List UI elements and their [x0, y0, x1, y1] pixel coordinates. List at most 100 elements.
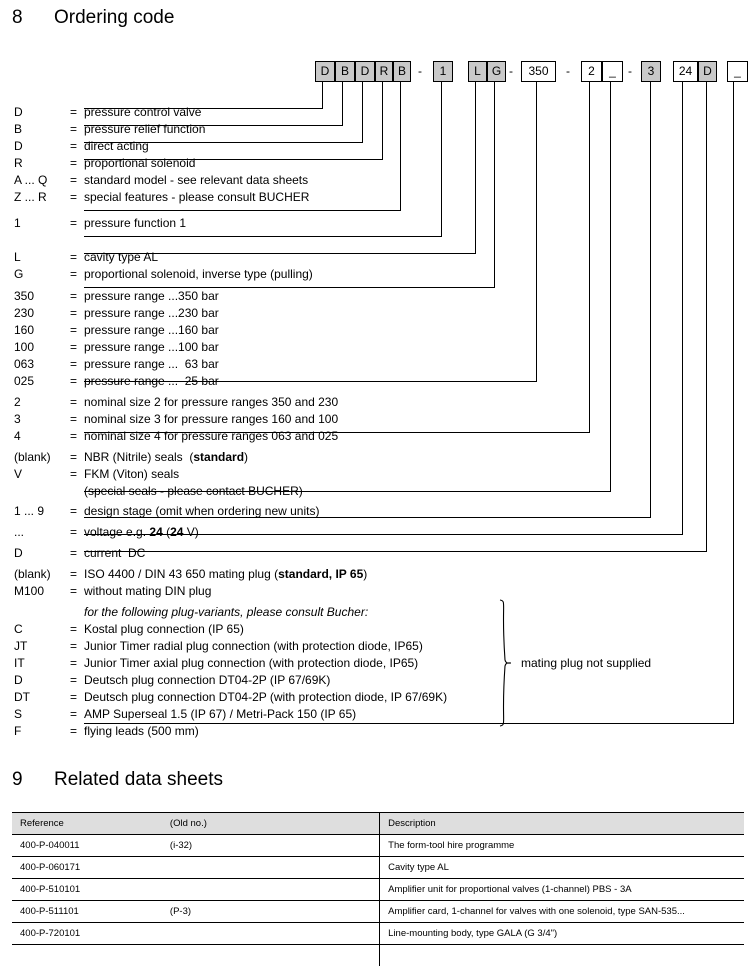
legend-code: D — [14, 545, 23, 562]
legend-row: D = current DC — [0, 545, 756, 562]
legend-description: proportional solenoid — [84, 155, 195, 172]
legend-row: S=AMP Superseal 1.5 (IP 67) / Metri-Pack… — [0, 706, 756, 723]
code-box-13[interactable]: D — [698, 61, 717, 82]
code-box-2[interactable]: D — [355, 61, 375, 82]
cell-reference: 400-P-511101 — [12, 901, 162, 923]
legend-description: pressure relief function — [84, 121, 205, 138]
code-box-9[interactable]: 2 — [581, 61, 602, 82]
legend-code: A ... Q — [14, 172, 47, 189]
legend-description: nominal size 2 for pressure ranges 350 a… — [84, 394, 338, 411]
section-9-number: 9 — [12, 769, 23, 791]
legend-code: JT — [14, 638, 27, 655]
cell-description: Cavity type AL — [380, 857, 744, 879]
legend-code: V — [14, 466, 22, 483]
legend-row: D=Deutsch plug connection DT04-2P (IP 67… — [0, 672, 756, 689]
code-box-5[interactable]: 1 — [433, 61, 453, 82]
legend-code: ... — [14, 524, 24, 541]
table-row: 400-P-511101(P-3)Amplifier card, 1-chann… — [12, 901, 744, 923]
legend-description: current DC — [84, 545, 145, 562]
legend-row: R=proportional solenoid — [0, 155, 756, 172]
legend-equals: = — [70, 545, 77, 562]
leader-line-h-5 — [84, 236, 442, 237]
legend-equals: = — [70, 339, 77, 356]
legend-equals: = — [70, 411, 77, 428]
code-box-8[interactable]: 350 — [521, 61, 556, 82]
legend-row: 1=pressure function 1 — [0, 215, 756, 232]
legend-equals: = — [70, 215, 77, 232]
legend-description: (special seals - please contact BUCHER) — [84, 483, 303, 500]
legend-equals: = — [70, 266, 77, 283]
legend-row: D=direct acting — [0, 138, 756, 155]
legend-row: C=Kostal plug connection (IP 65) — [0, 621, 756, 638]
legend-description: Deutsch plug connection DT04-2P (IP 67/6… — [84, 672, 330, 689]
legend-code: (blank) — [14, 449, 51, 466]
code-box-1[interactable]: B — [335, 61, 355, 82]
legend-description: FKM (Viton) seals — [84, 466, 179, 483]
legend-row: (special seals - please contact BUCHER) — [0, 483, 756, 500]
legend-equals: = — [70, 138, 77, 155]
cell-reference: 400-P-510101 — [12, 879, 162, 901]
legend-row: 160=pressure range ...160 bar — [0, 322, 756, 339]
cell-old-no — [162, 923, 380, 945]
cell-description: Amplifier unit for proportional valves (… — [380, 879, 744, 901]
legend-equals: = — [70, 356, 77, 373]
legend-equals: = — [70, 566, 77, 583]
cell-empty — [380, 945, 744, 966]
legend-equals: = — [70, 583, 77, 600]
legend-description: pressure range ... 63 bar — [84, 356, 219, 373]
column-header-reference: Reference — [12, 813, 162, 835]
legend-description: Kostal plug connection (IP 65) — [84, 621, 244, 638]
legend-code: G — [14, 266, 23, 283]
legend-row: DT=Deutsch plug connection DT04-2P (with… — [0, 689, 756, 706]
legend-code: 1 ... 9 — [14, 503, 44, 520]
legend-row: (blank) = ISO 4400 / DIN 43 650 mating plu… — [0, 566, 756, 583]
legend-code: Z ... R — [14, 189, 47, 206]
table-header-row: Reference (Old no.) Description — [12, 813, 744, 835]
code-box-0[interactable]: D — [315, 61, 335, 82]
legend-row: V=FKM (Viton) seals — [0, 466, 756, 483]
code-separator-1: - — [509, 61, 513, 82]
cell-old-no — [162, 857, 380, 879]
legend-row: ...=voltage e.g. 24 (24 V) — [0, 524, 756, 541]
legend-description: pressure control valve — [84, 104, 201, 121]
legend-row: for the following plug-variants, please … — [0, 604, 756, 621]
code-box-12[interactable]: 24 — [673, 61, 698, 82]
legend-equals: = — [70, 621, 77, 638]
cell-empty — [12, 945, 162, 966]
legend-row: 2=nominal size 2 for pressure ranges 350… — [0, 394, 756, 411]
legend-description: direct acting — [84, 138, 149, 155]
cell-old-no — [162, 879, 380, 901]
legend-description: nominal size 4 for pressure ranges 063 a… — [84, 428, 338, 445]
code-box-4[interactable]: B — [393, 61, 411, 82]
legend-row: A ... Q=standard model - see relevant da… — [0, 172, 756, 189]
table-row: 400-P-060171 Cavity type AL — [12, 857, 744, 879]
legend-description: cavity type AL — [84, 249, 158, 266]
legend-description: ISO 4400 / DIN 43 650 mating plug (stand… — [84, 566, 367, 583]
cell-reference: 400-P-060171 — [12, 857, 162, 879]
legend-code: 063 — [14, 356, 34, 373]
code-box-10[interactable]: _ — [602, 61, 623, 82]
code-box-11[interactable]: 3 — [641, 61, 661, 82]
legend-code: M100 — [14, 583, 44, 600]
legend-code: 100 — [14, 339, 34, 356]
legend-row: (blank)=NBR (Nitrile) seals (standard) — [0, 449, 756, 466]
legend-description: Deutsch plug connection DT04-2P (with pr… — [84, 689, 447, 706]
code-box-7[interactable]: G — [487, 61, 506, 82]
legend-row: 063 = pressure range ... 63 bar — [0, 356, 756, 373]
legend-equals: = — [70, 288, 77, 305]
legend-code: F — [14, 723, 21, 740]
cell-reference: 400-P-040011 — [12, 835, 162, 857]
legend-code: D — [14, 672, 23, 689]
legend-code: DT — [14, 689, 30, 706]
code-box-14[interactable]: _ — [727, 61, 748, 82]
legend-row: 350=pressure range ...350 bar — [0, 288, 756, 305]
code-box-6[interactable]: L — [468, 61, 487, 82]
legend-description: pressure range ...100 bar — [84, 339, 219, 356]
legend-code: 4 — [14, 428, 21, 445]
legend-code: (blank) — [14, 566, 51, 583]
grouping-brace — [496, 598, 518, 728]
legend-description: pressure range ... 25 bar — [84, 373, 219, 390]
legend-row: 1 ... 9=design stage (omit when ordering… — [0, 503, 756, 520]
legend-code: 1 — [14, 215, 21, 232]
code-box-3[interactable]: R — [375, 61, 393, 82]
